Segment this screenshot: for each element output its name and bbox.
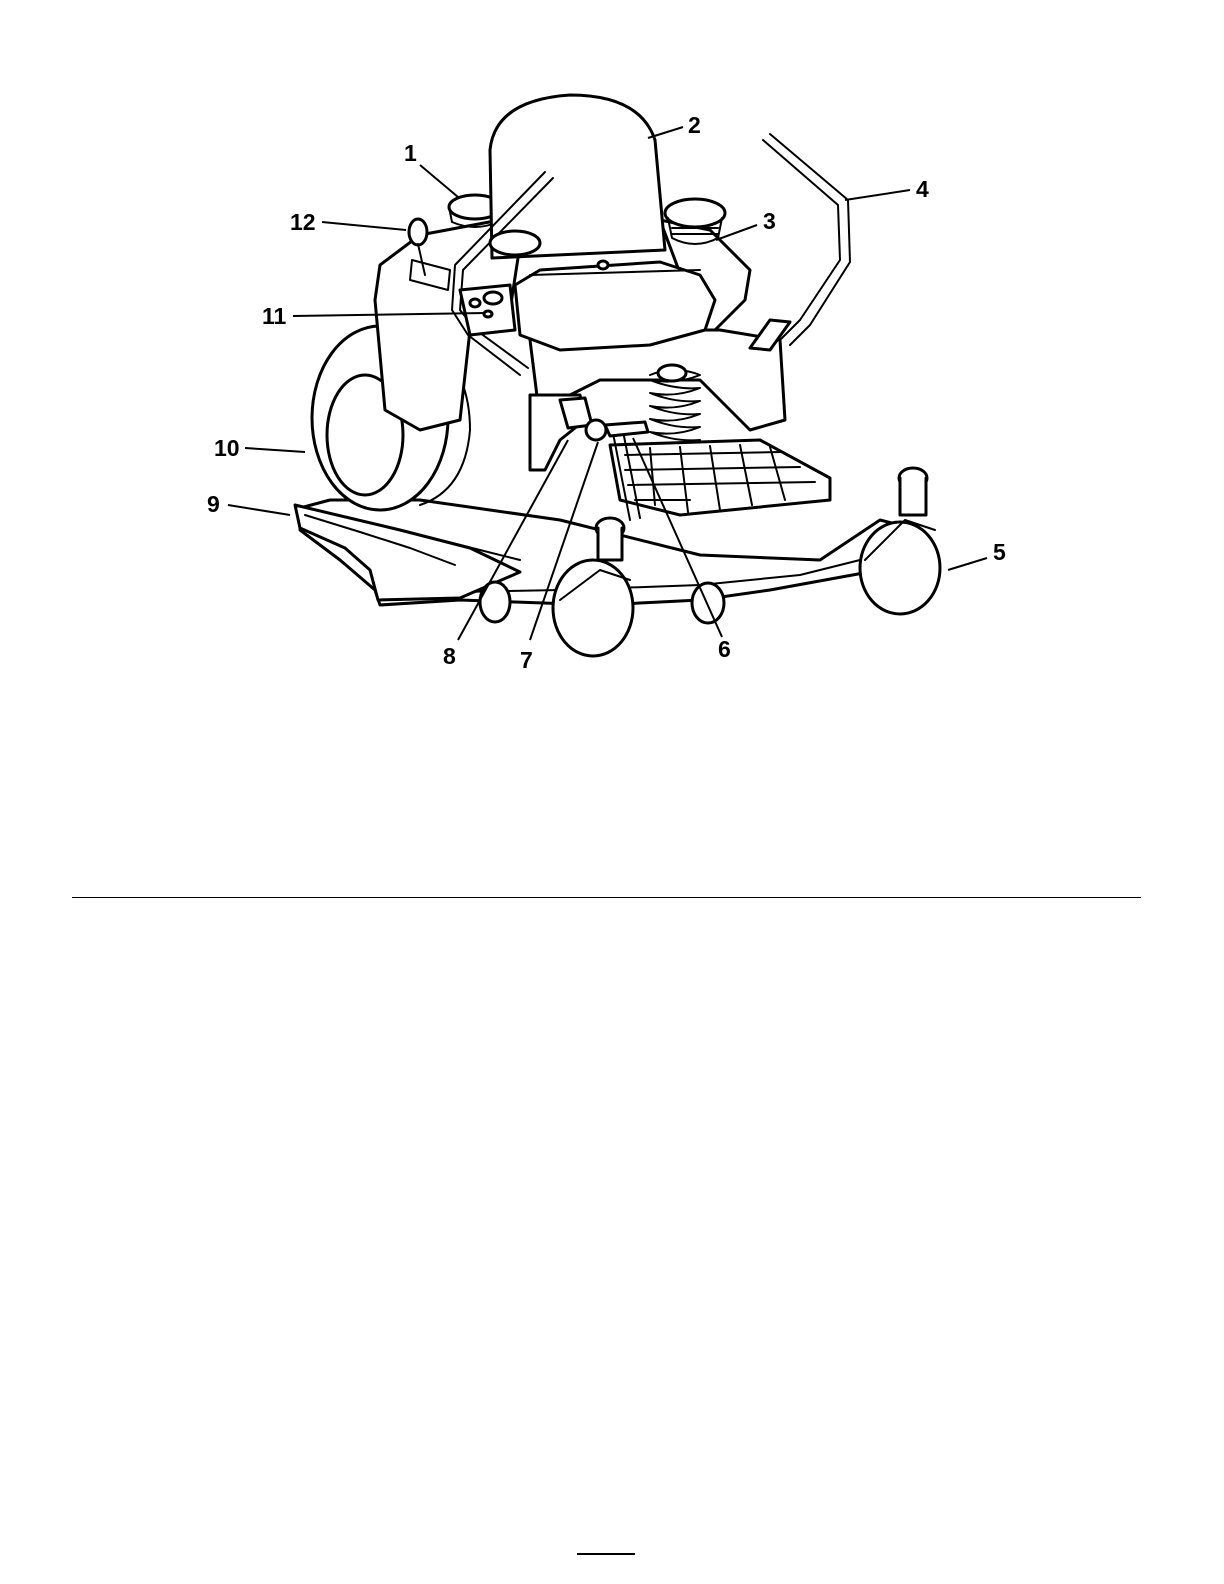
foot-plate bbox=[610, 440, 830, 515]
leader-3 bbox=[716, 225, 757, 240]
leader-10 bbox=[245, 448, 305, 452]
leader-12 bbox=[322, 222, 406, 230]
callout-10: 10 bbox=[214, 435, 240, 461]
leader-5 bbox=[948, 558, 987, 570]
leader-9 bbox=[228, 505, 290, 515]
footer-rule bbox=[577, 1553, 635, 1555]
mower-illustration bbox=[295, 95, 940, 656]
front-caster-right bbox=[860, 468, 940, 614]
callout-8: 8 bbox=[443, 643, 456, 669]
callout-4: 4 bbox=[916, 176, 929, 202]
callout-12: 12 bbox=[290, 209, 316, 235]
leader-1 bbox=[420, 165, 458, 197]
callout-6: 6 bbox=[718, 636, 731, 662]
height-of-cut-pin bbox=[586, 420, 606, 440]
section-divider bbox=[72, 897, 1141, 898]
callout-5: 5 bbox=[993, 539, 1006, 565]
callout-3: 3 bbox=[763, 208, 776, 234]
callout-1: 1 bbox=[404, 140, 417, 166]
parking-brake-lever bbox=[530, 395, 592, 470]
leader-4 bbox=[845, 190, 910, 200]
callout-11: 11 bbox=[262, 303, 287, 329]
callout-7: 7 bbox=[520, 647, 533, 673]
motion-control-lever-right bbox=[750, 134, 850, 350]
callout-9: 9 bbox=[207, 491, 220, 517]
callout-2: 2 bbox=[688, 112, 701, 138]
control-panel bbox=[460, 285, 515, 335]
